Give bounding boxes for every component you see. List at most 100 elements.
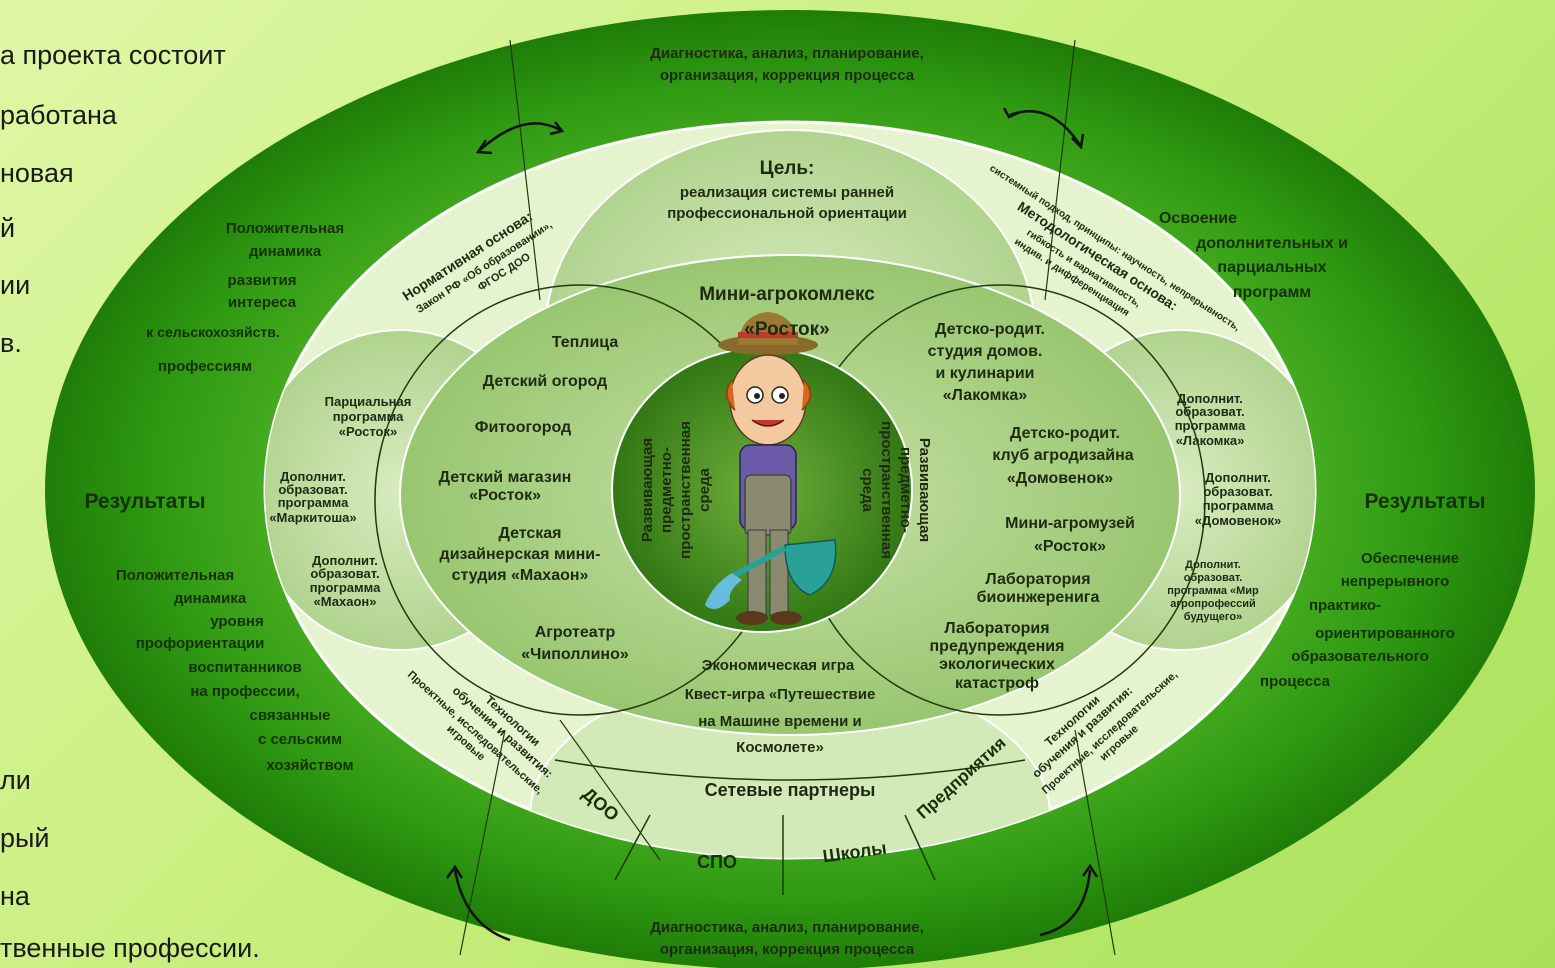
segment-divider <box>559 719 661 861</box>
gardener-illustration <box>705 312 837 625</box>
center-vertical-text: предметно- <box>658 447 675 533</box>
right-program-text: «Лакомка» <box>1176 433 1245 448</box>
complex-item: Детско-родит. <box>935 321 1045 338</box>
complex-item: «Лакомка» <box>943 387 1028 404</box>
complex-item: Мини-агромузей <box>1005 515 1135 532</box>
complex-item: Теплица <box>552 334 619 351</box>
background-text-line: на <box>0 881 30 911</box>
background-text-line: а проекта состоит <box>0 40 226 70</box>
right-result-text: Обеспечение <box>1361 550 1459 567</box>
game-text: Квест-игра «Путешествие <box>685 686 876 703</box>
complex-item: дизайнерская мини- <box>440 546 601 563</box>
left-result-text: Положительная <box>116 567 234 584</box>
right-program-text: программа <box>1203 498 1274 513</box>
goal-text: реализация системы ранней <box>680 184 894 201</box>
bottom-banner-line: организация, коррекция процесса <box>660 941 915 958</box>
complex-item: Лаборатория <box>985 571 1090 588</box>
right-program-text: образоват. <box>1184 572 1243 584</box>
divider-line <box>1074 729 1116 956</box>
left-program-text: Парциальная <box>325 394 412 409</box>
right-program-text: Дополнит. <box>1177 391 1243 406</box>
complex-name: «Росток» <box>744 319 829 340</box>
top-banner-line: Диагностика, анализ, планирование, <box>650 45 924 62</box>
goal-text: профессиональной ориентации <box>667 205 907 222</box>
complex-item: и кулинарии <box>936 365 1035 382</box>
left-program-text: «Махаон» <box>314 594 377 609</box>
right-result-text: непрерывного <box>1341 573 1450 590</box>
background-text-line: ли <box>0 765 31 795</box>
left-results-title: Результаты <box>84 490 205 513</box>
complex-item: экологических <box>939 656 1055 673</box>
game-text: Экономическая игра <box>702 657 855 674</box>
segment-divider <box>614 814 651 881</box>
complex-item: Детский магазин <box>439 469 572 486</box>
center-vertical-text: предметно- <box>897 447 914 533</box>
center-left-vertical: Развивающая предметно- пространственная … <box>639 421 713 559</box>
left-result-text: воспитанников <box>188 659 301 676</box>
background-text-line: ии <box>0 270 31 300</box>
left-program-text: Дополнит. <box>280 469 346 484</box>
left-program-text: программа <box>333 409 404 424</box>
complex-item: «Домовенок» <box>1007 470 1113 487</box>
right-result-text: процесса <box>1260 673 1331 690</box>
left-result-text: с сельским <box>258 731 342 748</box>
left-result-text: уровня <box>210 613 264 630</box>
complex-item: «Росток» <box>469 487 541 504</box>
center-vertical-text: пространственная <box>878 421 895 559</box>
top-banner-line: организация, коррекция процесса <box>660 67 915 84</box>
left-program-text: Дополнит. <box>312 553 378 568</box>
center-vertical-text: среда <box>859 468 876 512</box>
complex-item: Агротеатр <box>535 624 616 641</box>
left-program-text: «Маркитоша» <box>269 510 356 525</box>
complex-title: Мини-агрокомлекс <box>699 284 875 305</box>
left-result-text: динамика <box>174 590 247 607</box>
right-result-text: дополнительных и <box>1196 235 1348 252</box>
game-text: Космолете» <box>736 739 824 756</box>
divider-line <box>1044 39 1076 301</box>
left-result-text: развития <box>228 272 297 289</box>
left-result-text: на профессии, <box>190 683 299 700</box>
right-program-text: Дополнит. <box>1185 559 1241 571</box>
divider-line <box>459 729 506 956</box>
game-text: на Машине времени и <box>698 713 862 730</box>
complex-item: Детская <box>498 525 561 542</box>
left-result-text: связанные <box>250 707 331 724</box>
left-program-text: образоват. <box>278 482 347 497</box>
left-program-text: образоват. <box>310 566 379 581</box>
partners-divider <box>554 759 1026 781</box>
right-result-text: Освоение <box>1159 210 1237 227</box>
right-program-text: будущего» <box>1184 611 1242 623</box>
bottom-banner-line: Диагностика, анализ, планирование, <box>650 919 924 936</box>
left-result-text: к сельскохозяйств. <box>146 324 279 340</box>
right-program-text: программа «Мир <box>1167 585 1259 597</box>
background-text-line: работана <box>0 100 117 130</box>
right-result-text: практико- <box>1309 597 1381 614</box>
segment-divider <box>904 814 936 881</box>
right-program-text: Дополнит. <box>1205 470 1271 485</box>
right-program-text: программа <box>1175 418 1246 433</box>
left-program-text: «Росток» <box>339 424 397 439</box>
right-program-text: агропрофессий <box>1170 598 1255 610</box>
background-text-line: новая <box>0 158 74 188</box>
complex-item: Детский огород <box>483 373 607 390</box>
left-result-text: хозяйством <box>266 757 353 774</box>
background-text-line: твенные профессии. <box>0 933 260 963</box>
partner-spo: СПО <box>697 852 737 872</box>
center-vertical-text: Развивающая <box>916 438 933 542</box>
center-vertical-text: среда <box>696 467 713 511</box>
complex-item: студия «Махаон» <box>452 567 589 584</box>
complex-item: Фитоогород <box>475 419 571 436</box>
cycle-arrows <box>445 107 1099 942</box>
center-vertical-text: Развивающая <box>639 438 656 542</box>
background-text-line: в. <box>0 328 22 358</box>
right-program-text: образоват. <box>1175 404 1244 419</box>
complex-item: Лаборатория <box>944 620 1049 637</box>
left-result-text: профориентации <box>136 635 265 652</box>
right-result-text: ориентированного <box>1315 625 1455 642</box>
background-text-line: рый <box>0 823 50 853</box>
complex-item: студия домов. <box>928 343 1043 360</box>
right-result-text: программ <box>1233 284 1311 301</box>
complex-item: катастроф <box>955 675 1039 692</box>
right-result-text: парциальных <box>1217 259 1326 276</box>
